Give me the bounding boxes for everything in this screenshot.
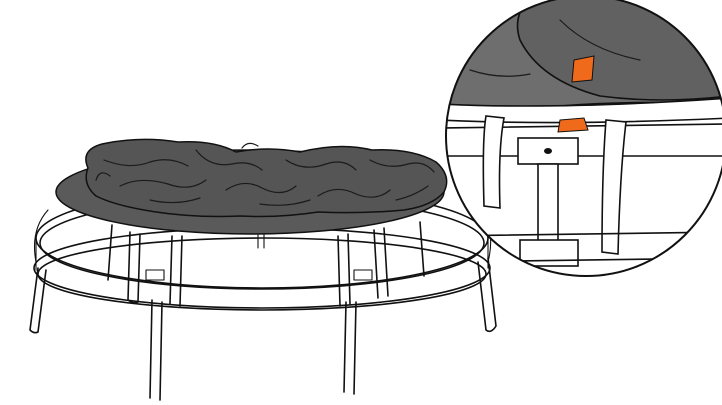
orange-marker-icon <box>558 118 588 132</box>
orange-marker-icon <box>572 56 594 82</box>
bunched-cover-icon <box>86 139 447 216</box>
zoom-inset-icon <box>440 0 722 290</box>
trampoline-legs <box>30 230 496 400</box>
